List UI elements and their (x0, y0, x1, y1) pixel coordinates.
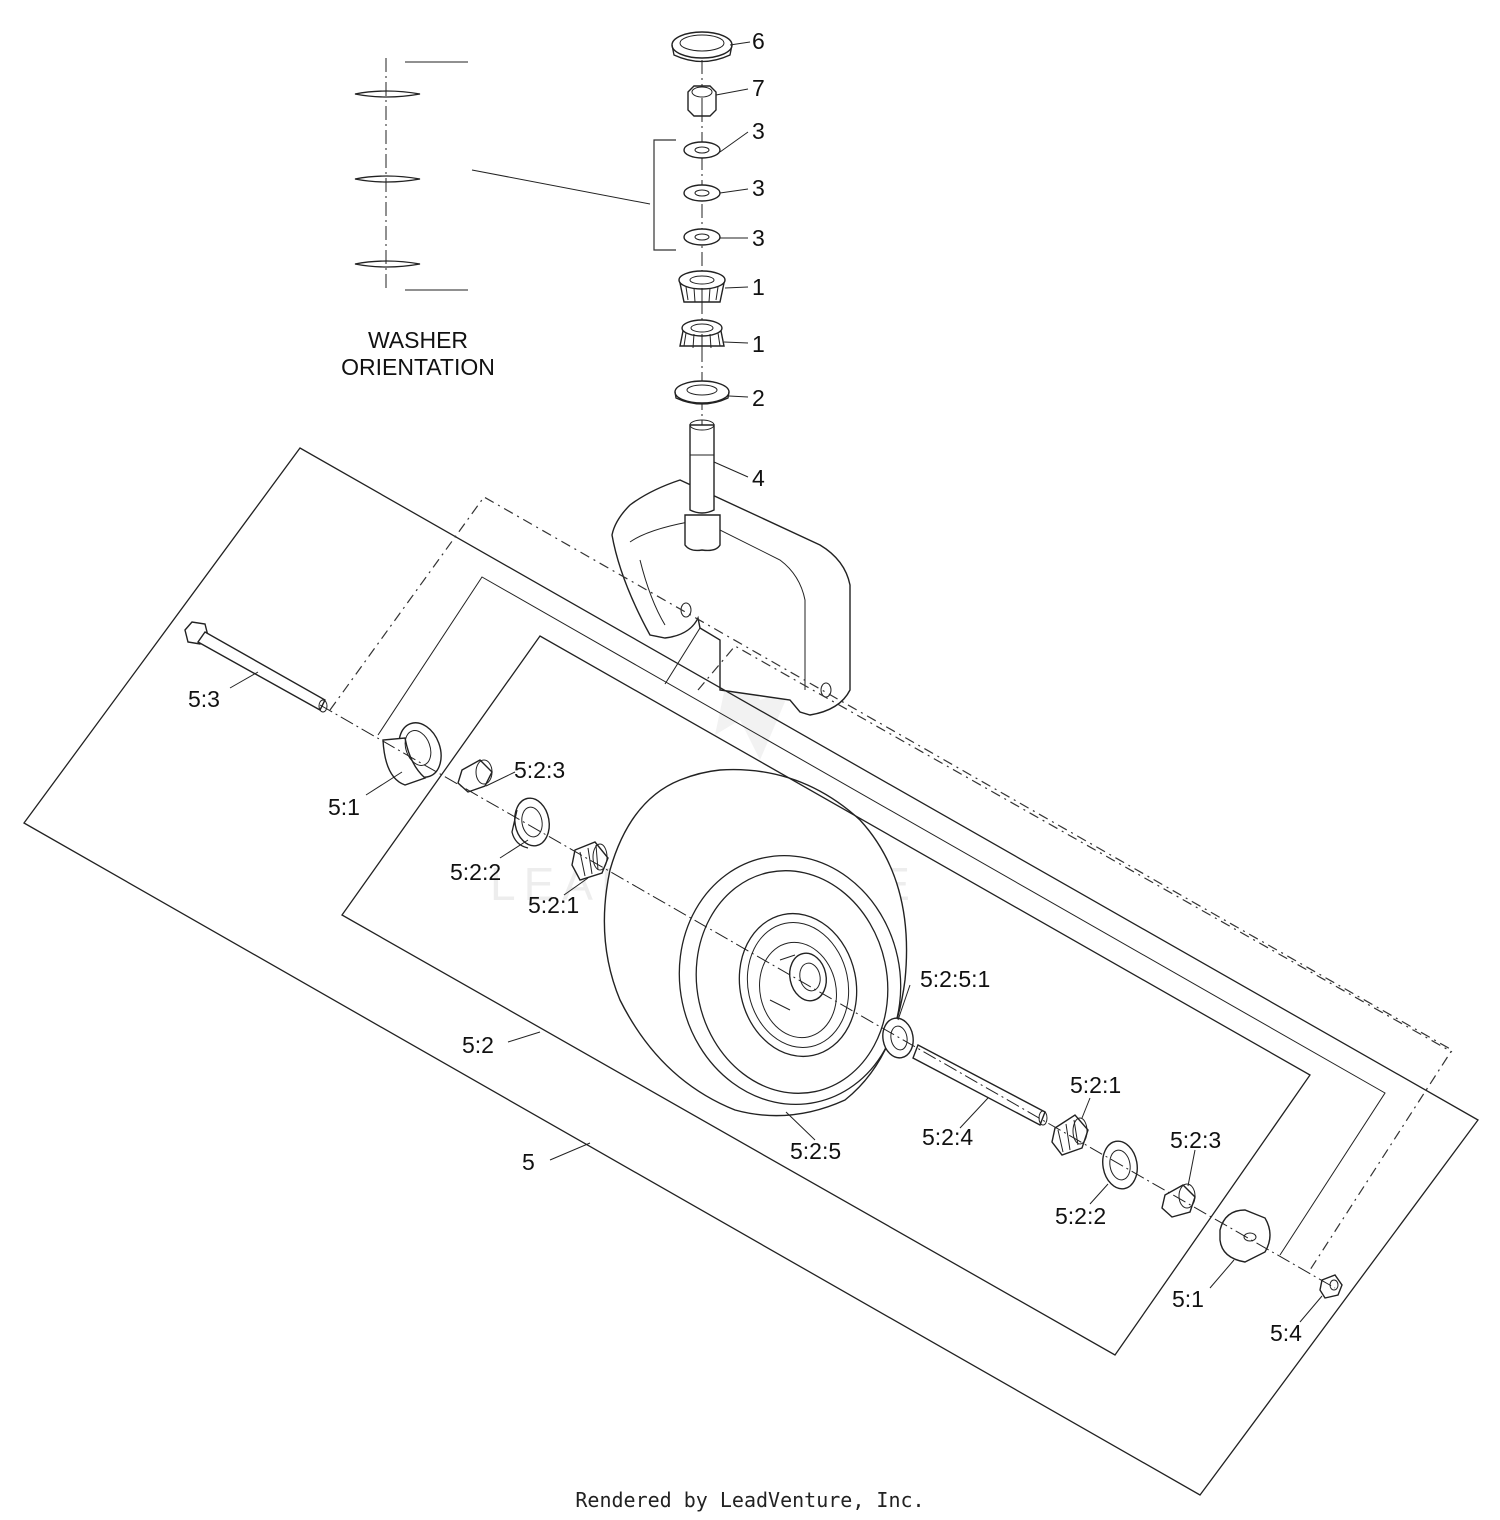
dust-cap-part (671, 31, 733, 63)
washer-orientation-detail: WASHER ORIENTATION (341, 58, 651, 380)
assembly-5-2-outline (341, 635, 1311, 1356)
callout-5-2-1-right: 5:2:1 (1070, 1072, 1121, 1098)
leader-lines (229, 41, 1323, 1323)
bearing-left-part (571, 841, 609, 881)
callout-5-4: 5:4 (1270, 1320, 1302, 1346)
rendered-by-footer: Rendered by LeadVenture, Inc. (575, 1488, 925, 1512)
washer-orientation-line1: WASHER (368, 327, 468, 353)
callout-5-1-right: 5:1 (1172, 1286, 1204, 1312)
washer-orientation-line2: ORIENTATION (341, 354, 495, 380)
callout-3-top: 3 (752, 118, 765, 144)
valve-ring-part (882, 1017, 914, 1059)
callout-labels: 6 7 3 3 3 1 1 2 4 5:3 5:1 5:2:3 5:2:2 5:… (188, 28, 1302, 1346)
tapered-bearing-parts (678, 270, 726, 349)
callout-5-2-5-1: 5:2:5:1 (920, 966, 990, 992)
callout-5-2-5: 5:2:5 (790, 1138, 841, 1164)
callout-3-middle: 3 (752, 175, 765, 201)
bushing-right-part (1161, 1183, 1196, 1218)
callout-5-3: 5:3 (188, 686, 220, 712)
callout-4: 4 (752, 465, 765, 491)
callout-7: 7 (752, 75, 765, 101)
assembly-5-outline (23, 447, 1479, 1496)
axle-bolt-part (184, 621, 328, 713)
callout-5: 5 (522, 1149, 535, 1175)
caster-fork-part (611, 419, 851, 716)
seal-part (674, 380, 730, 405)
callout-5-2-4: 5:2:4 (922, 1124, 973, 1150)
bushing-left-part (457, 759, 493, 793)
callout-5-2: 5:2 (462, 1032, 494, 1058)
race-left-part (511, 797, 550, 849)
callout-6: 6 (752, 28, 765, 54)
callout-5-2-1-left: 5:2:1 (528, 892, 579, 918)
callout-5-1-left: 5:1 (328, 794, 360, 820)
callout-1-top: 1 (752, 274, 765, 300)
spacer-left-part (382, 722, 442, 786)
hardware-dash-outline (329, 496, 1453, 1271)
bearing-right-part (1051, 1114, 1089, 1156)
fork-link-line (664, 627, 701, 685)
callout-5-2-3-right: 5:2:3 (1170, 1127, 1221, 1153)
tire-wheel-part (603, 768, 908, 1117)
callout-1-bottom: 1 (752, 331, 765, 357)
spacers-outline (377, 576, 1386, 1256)
nut-part (687, 85, 717, 117)
lock-nut-part (1319, 1274, 1343, 1299)
callout-5-2-2-right: 5:2:2 (1055, 1203, 1106, 1229)
washer-bracket (653, 139, 676, 251)
washer-parts (683, 141, 721, 246)
callout-3-bottom: 3 (752, 225, 765, 251)
axle-centerline (319, 704, 1336, 1289)
callout-5-2-2-left: 5:2:2 (450, 859, 501, 885)
callout-5-2-3-left: 5:2:3 (514, 757, 565, 783)
callout-2: 2 (752, 385, 765, 411)
